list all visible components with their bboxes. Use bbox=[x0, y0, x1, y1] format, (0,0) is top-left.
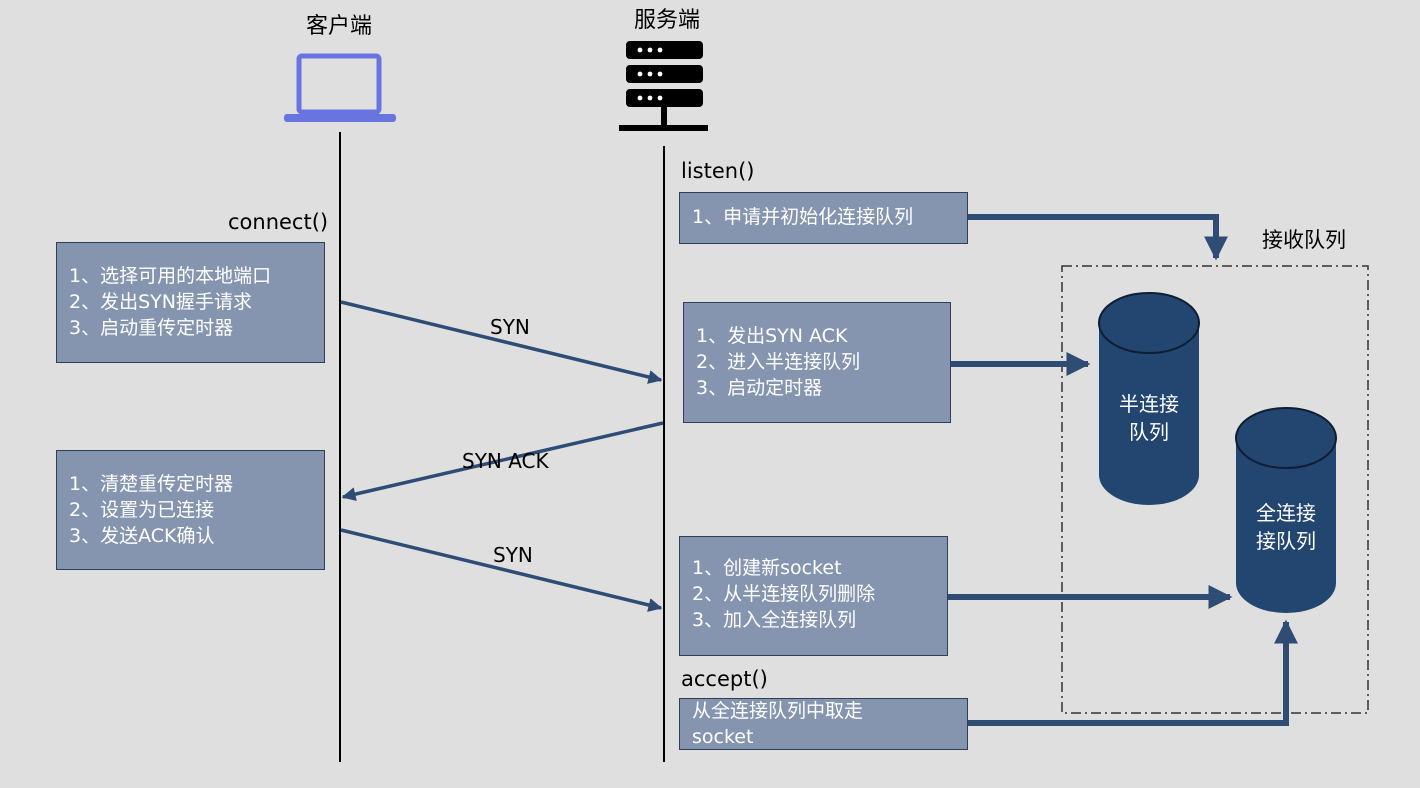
server-accept-step-2: 2、从半连接队列删除 bbox=[692, 583, 876, 606]
syn-arrow-2 bbox=[340, 528, 663, 612]
client-connect-step-2: 2、发出SYN握手请求 bbox=[69, 291, 252, 314]
syn-label-2: SYN bbox=[493, 543, 533, 567]
full-queue-label-line-2: 接队列 bbox=[1256, 529, 1316, 553]
half-queue-label: 半连接 队列 bbox=[1099, 390, 1199, 446]
server-take-step-2: socket bbox=[692, 725, 754, 748]
take-from-full-queue-arrow bbox=[967, 619, 1298, 726]
accept-call-label: accept() bbox=[681, 667, 768, 691]
client-connect-step-1: 1、选择可用的本地端口 bbox=[69, 265, 272, 287]
connect-call-label: connect() bbox=[228, 210, 329, 234]
server-synack-steps-box: 1、发出SYN ACK 2、进入半连接队列 3、启动定时器 bbox=[683, 302, 951, 423]
syn-arrow-1 bbox=[340, 300, 663, 384]
server-rack-icon bbox=[619, 41, 708, 131]
full-queue-label-line-1: 全连接 bbox=[1256, 501, 1316, 525]
syn-ack-arrow bbox=[341, 421, 664, 501]
syn-label-1: SYN bbox=[490, 315, 530, 339]
client-connect-steps-box: 1、选择可用的本地端口 2、发出SYN握手请求 3、启动重传定时器 bbox=[56, 242, 325, 363]
client-connect-step-3: 3、启动重传定时器 bbox=[69, 317, 234, 340]
server-listen-step-1: 1、申请并初始化连接队列 bbox=[692, 206, 914, 228]
syn-ack-label: SYN ACK bbox=[462, 449, 549, 473]
server-take-step-1: 从全连接队列中取走 bbox=[692, 700, 864, 722]
server-listen-steps-box: 1、申请并初始化连接队列 bbox=[679, 192, 968, 244]
server-take-socket-box: 从全连接队列中取走 socket bbox=[679, 698, 968, 750]
client-ack-steps-box: 1、清楚重传定时器 2、设置为已连接 3、发送ACK确认 bbox=[56, 450, 325, 570]
half-queue-label-line-1: 半连接 bbox=[1119, 392, 1179, 416]
full-connection-queue-cylinder bbox=[1235, 407, 1337, 613]
init-queue-arrow bbox=[967, 214, 1228, 261]
half-queue-label-line-2: 队列 bbox=[1129, 420, 1169, 444]
receive-queue-title: 接收队列 bbox=[1262, 228, 1346, 252]
server-synack-step-3: 3、启动定时器 bbox=[696, 377, 823, 400]
client-ack-step-3: 3、发送ACK确认 bbox=[69, 525, 215, 548]
client-title: 客户端 bbox=[306, 14, 373, 39]
server-accept-steps-box: 1、创建新socket 2、从半连接队列删除 3、加入全连接队列 bbox=[679, 536, 948, 656]
server-accept-step-1: 1、创建新socket bbox=[692, 557, 842, 579]
client-ack-step-1: 1、清楚重传定时器 bbox=[69, 473, 234, 495]
server-accept-step-3: 3、加入全连接队列 bbox=[692, 609, 857, 632]
server-title: 服务端 bbox=[634, 8, 701, 33]
server-synack-step-1: 1、发出SYN ACK bbox=[696, 325, 848, 347]
laptop-icon bbox=[284, 53, 396, 122]
half-connection-queue-cylinder bbox=[1098, 292, 1200, 505]
client-ack-step-2: 2、设置为已连接 bbox=[69, 499, 215, 522]
server-synack-step-2: 2、进入半连接队列 bbox=[696, 351, 861, 374]
full-queue-label: 全连接 接队列 bbox=[1236, 499, 1336, 555]
listen-call-label: listen() bbox=[681, 159, 755, 183]
receive-queue-region bbox=[1061, 265, 1369, 714]
